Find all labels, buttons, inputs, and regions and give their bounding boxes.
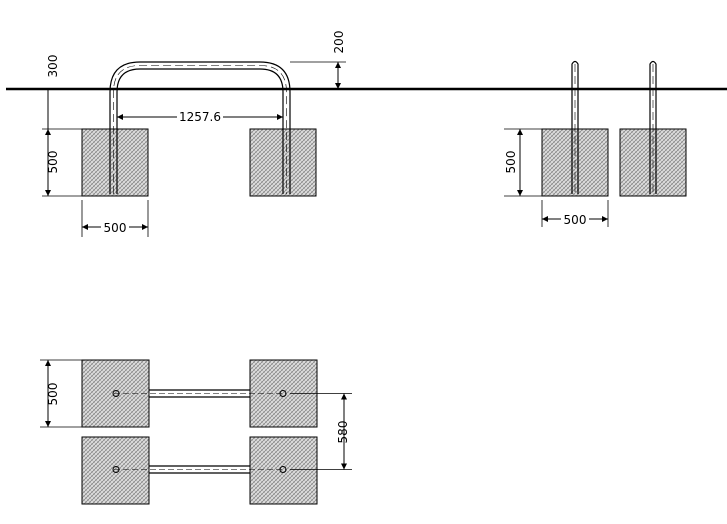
dim-side-footing-height: 500 xyxy=(504,151,518,174)
dim-footing-height: 500 xyxy=(46,151,60,174)
plan-footing-bottom-right xyxy=(249,436,318,505)
hoop-tube-outer xyxy=(109,61,291,194)
dim-side-footing-width: 500 xyxy=(564,213,587,227)
plan-view: 500 580 xyxy=(40,359,352,505)
dim-footing-width: 500 xyxy=(104,221,127,235)
dim-arch-height: 200 xyxy=(332,31,346,54)
dim-plan-rack-spacing: 580 xyxy=(336,421,350,444)
hoop-tube-inner xyxy=(116,68,284,194)
front-elevation: 300 200 500 1257.6 500 xyxy=(42,31,346,237)
side-elevation: 500 500 xyxy=(504,60,687,227)
post-tube-right xyxy=(649,60,657,194)
dim-ground-offset: 300 xyxy=(46,55,60,78)
dim-plan-footing-size: 500 xyxy=(46,383,60,406)
concrete-footing-left xyxy=(81,128,149,197)
dim-inner-span: 1257.6 xyxy=(179,110,221,124)
plan-footing-bottom-left xyxy=(81,436,150,505)
post-tube-left xyxy=(571,60,579,194)
